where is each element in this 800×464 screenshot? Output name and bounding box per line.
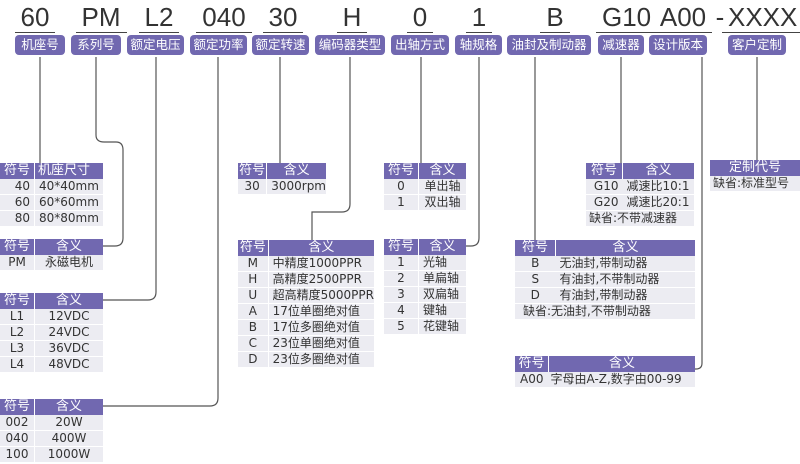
code-series: PM [74,2,128,33]
table-row-default: 缺省:无油封,不带制动器 [515,303,695,320]
table-row-default: 缺省:不带减速器 [586,210,694,227]
tag-shaft-out: 出轴方式 [391,35,449,55]
connector-voltage [103,57,157,301]
tag-brake: 油封及制动器 [507,35,591,55]
tag-encoder: 编码器类型 [315,35,385,55]
code-shaft-out: 0 [400,2,440,33]
code-reducer: G10 [596,2,658,33]
code-version: A00 [652,2,714,33]
code-custom: XXXX [722,2,800,33]
tag-power: 额定功率 [190,35,247,55]
tag-voltage: 额定电压 [127,35,184,55]
code-shaft-spec: 1 [459,2,499,33]
tag-shaft-spec: 轴规格 [455,35,502,55]
tag-reducer: 减速器 [598,35,644,55]
tag-series: 系列号 [71,35,121,55]
code-encoder: H [328,2,376,33]
table-row-default: 缺省:标准型号 [710,176,800,192]
code-dash: - [715,2,725,32]
connector-series [95,57,124,247]
tag-version: 设计版本 [649,35,707,55]
code-frame: 60 [10,2,60,33]
code-speed: 30 [258,2,308,33]
custom-table: 定制代号 缺省:标准型号 [710,160,800,192]
code-power: 040 [193,2,255,33]
tag-frame: 机座号 [15,35,65,55]
code-voltage: L2 [133,2,185,33]
tag-custom: 客户定制 [728,35,786,55]
code-brake: B [532,2,578,33]
connector-encoder [311,57,351,240]
connector-shaft-spec [466,57,480,247]
tag-speed: 额定转速 [252,35,309,55]
connector-version [694,57,703,370]
connector-power [103,57,219,407]
